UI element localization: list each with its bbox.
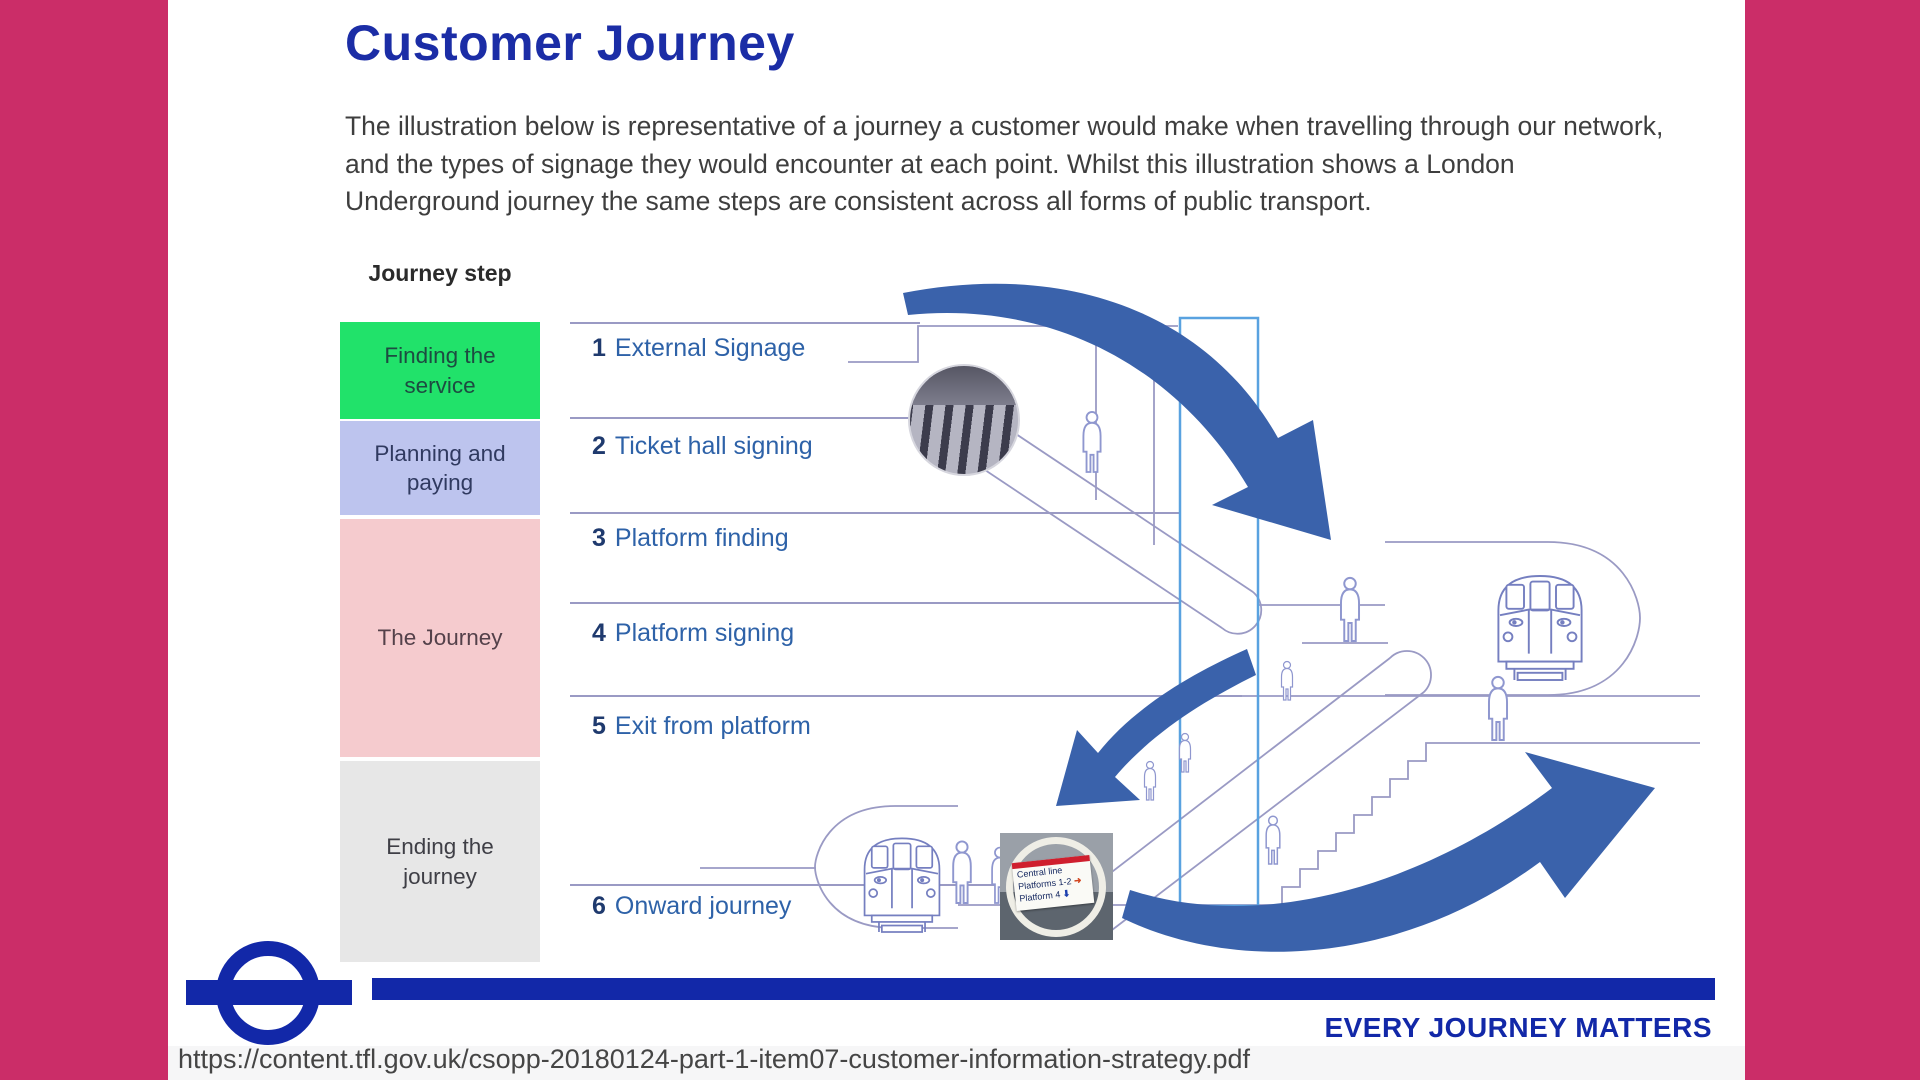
signage-label-1: External Signage [614, 334, 806, 362]
signage-label-4: Platform signing [614, 619, 795, 647]
signage-number-2: 2 [592, 432, 606, 460]
signage-rule-6 [570, 884, 1002, 886]
arrow-exit-station [1122, 752, 1655, 952]
signage-number-3: 3 [592, 524, 606, 552]
signage-rule-1 [570, 322, 920, 324]
step-box-ending-the-journey: Ending the journey [340, 761, 540, 962]
signage-rule-5 [570, 695, 1242, 697]
signage-item-5: 5 Exit from platform [592, 712, 811, 741]
signage-rule-2 [570, 417, 1010, 419]
train-right [1497, 575, 1583, 681]
step-box-planning-and-paying: Planning and paying [340, 421, 540, 515]
signage-number-1: 1 [592, 334, 606, 362]
ticket-gates-photo [908, 364, 1020, 476]
signage-item-4: 4 Platform signing [592, 619, 794, 648]
signage-rule-4 [570, 602, 1180, 604]
source-url-link[interactable]: https://content.tfl.gov.uk/csopp-2018012… [178, 1044, 1251, 1074]
footer-strip [168, 1046, 1745, 1080]
signage-number-6: 6 [592, 892, 606, 920]
lift-shaft [1178, 316, 1260, 908]
tfl-roundel-bar [186, 980, 352, 1005]
signage-number-4: 4 [592, 619, 606, 647]
tagline: EVERY JOURNEY MATTERS [1324, 1012, 1712, 1043]
arrow-to-platform [1056, 649, 1256, 806]
intro-text: The illustration below is representative… [345, 111, 1664, 217]
right-pink-border [1745, 0, 1920, 1080]
signage-item-1: 1 External Signage [592, 334, 805, 363]
journey-step-header: Journey step [368, 260, 512, 286]
signage-number-5: 5 [592, 712, 606, 740]
signage-item-6: 6 Onward journey [592, 892, 791, 921]
signage-label-5: Exit from platform [614, 712, 811, 740]
page-title: Customer Journey [345, 15, 795, 71]
signage-item-2: 2 Ticket hall signing [592, 432, 813, 461]
magnifier-ring-icon [1006, 837, 1106, 937]
right-tunnel [1385, 541, 1641, 696]
down-arrow-icon: ⬇ [1062, 888, 1071, 900]
signage-label-2: Ticket hall signing [614, 432, 813, 460]
brand-bar [372, 978, 1715, 1000]
signage-label-6: Onward journey [614, 892, 792, 920]
right-arrow-icon: ➜ [1073, 875, 1082, 886]
signage-rule-3 [570, 512, 1180, 514]
step-box-finding-the-service: Finding the service [340, 322, 540, 419]
left-tunnel [814, 805, 958, 929]
platform-sign-photo: Central line Platforms 1-2 ➜ Platform 4 … [1000, 833, 1113, 940]
platform-sign: Central line Platforms 1-2 ➜ Platform 4 … [1011, 855, 1095, 911]
left-pink-border [0, 0, 168, 1080]
passenger-silhouettes [952, 411, 1509, 904]
signage-item-3: 3 Platform finding [592, 524, 789, 553]
step-box-the-journey: The Journey [340, 519, 540, 757]
stairs [1264, 742, 1700, 906]
escalator-up [1077, 650, 1432, 931]
signage-label-3: Platform finding [614, 524, 789, 552]
